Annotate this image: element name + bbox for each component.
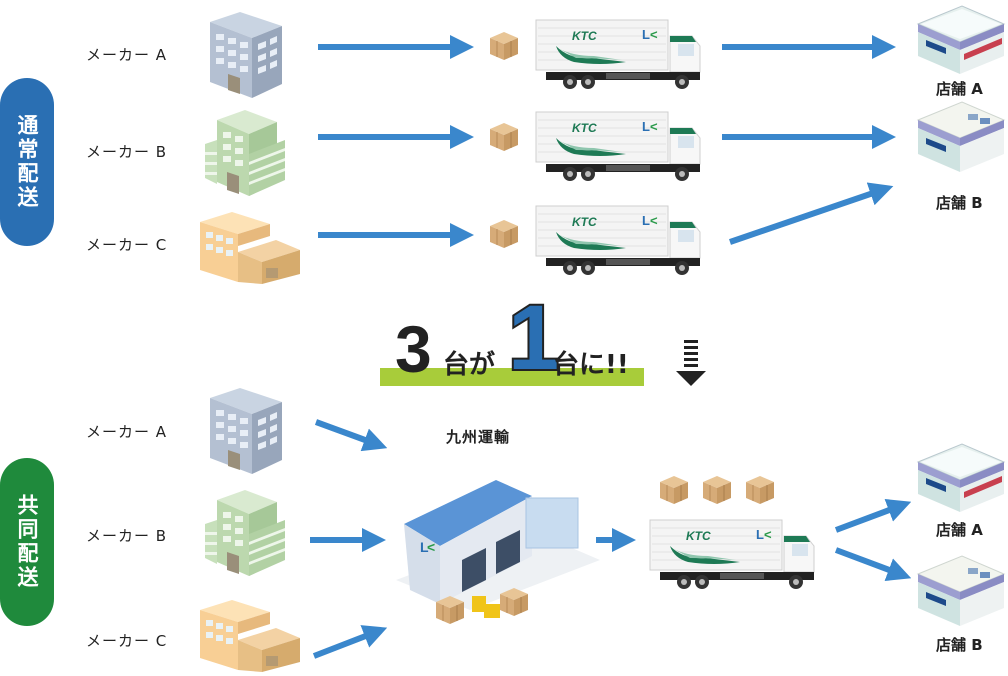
maker-c-building-icon bbox=[200, 212, 300, 284]
hub-label: 九州運輸 bbox=[446, 428, 511, 446]
maker-a-building-icon bbox=[210, 12, 282, 98]
store-label: 店舗 B bbox=[936, 636, 983, 654]
flow-arrow bbox=[312, 625, 388, 659]
normal-delivery-badge: 通常配送 bbox=[0, 78, 54, 246]
maker-label: メーカー A bbox=[86, 46, 168, 64]
store-label: 店舗 B bbox=[936, 194, 983, 212]
flow-arrow bbox=[314, 419, 388, 452]
maker-label: メーカー A bbox=[86, 423, 168, 441]
store-b-icon bbox=[917, 555, 1005, 627]
maker-label: メーカー B bbox=[86, 527, 168, 545]
ktc-truck-icon bbox=[535, 111, 701, 182]
ktc-truck-icon bbox=[535, 205, 701, 276]
ktc-truck-icon bbox=[535, 19, 701, 90]
cargo-box-icon bbox=[489, 122, 519, 152]
headline-from-count: 3 bbox=[395, 312, 432, 386]
store-label: 店舗 A bbox=[936, 80, 983, 98]
flow-arrow bbox=[834, 498, 912, 533]
cargo-box-icon bbox=[745, 475, 775, 505]
headline-unit-ni: 台に!! bbox=[553, 350, 629, 380]
warehouse-icon: L < bbox=[396, 480, 600, 625]
store-a-icon bbox=[917, 443, 1005, 513]
store-b-icon bbox=[917, 101, 1005, 173]
maker-label: メーカー B bbox=[86, 143, 168, 161]
maker-label: メーカー C bbox=[86, 632, 168, 650]
cargo-box-icon bbox=[702, 475, 732, 505]
headline-highlight-bar bbox=[380, 368, 644, 386]
maker-c-building-icon bbox=[200, 600, 300, 672]
maker-b-building-icon bbox=[205, 110, 285, 196]
ktc-truck-icon bbox=[649, 519, 815, 590]
flow-arrow bbox=[729, 182, 894, 245]
maker-label: メーカー C bbox=[86, 236, 168, 254]
down-arrow-icon bbox=[676, 340, 706, 386]
svg-text:L: L bbox=[420, 539, 429, 555]
cargo-box-icon bbox=[489, 31, 519, 61]
headline-to-count: 1 bbox=[506, 287, 561, 389]
cargo-box-icon bbox=[489, 219, 519, 249]
maker-a-building-icon bbox=[210, 388, 282, 474]
cargo-box-icon bbox=[659, 475, 689, 505]
store-a-icon bbox=[917, 5, 1005, 75]
maker-b-building-icon bbox=[205, 490, 285, 576]
joint-delivery-badge: 共同配送 bbox=[0, 458, 54, 626]
svg-text:<: < bbox=[427, 539, 435, 555]
headline-unit-ga: 台が bbox=[443, 350, 496, 380]
flow-arrow bbox=[834, 547, 912, 582]
store-label: 店舗 A bbox=[936, 521, 983, 539]
